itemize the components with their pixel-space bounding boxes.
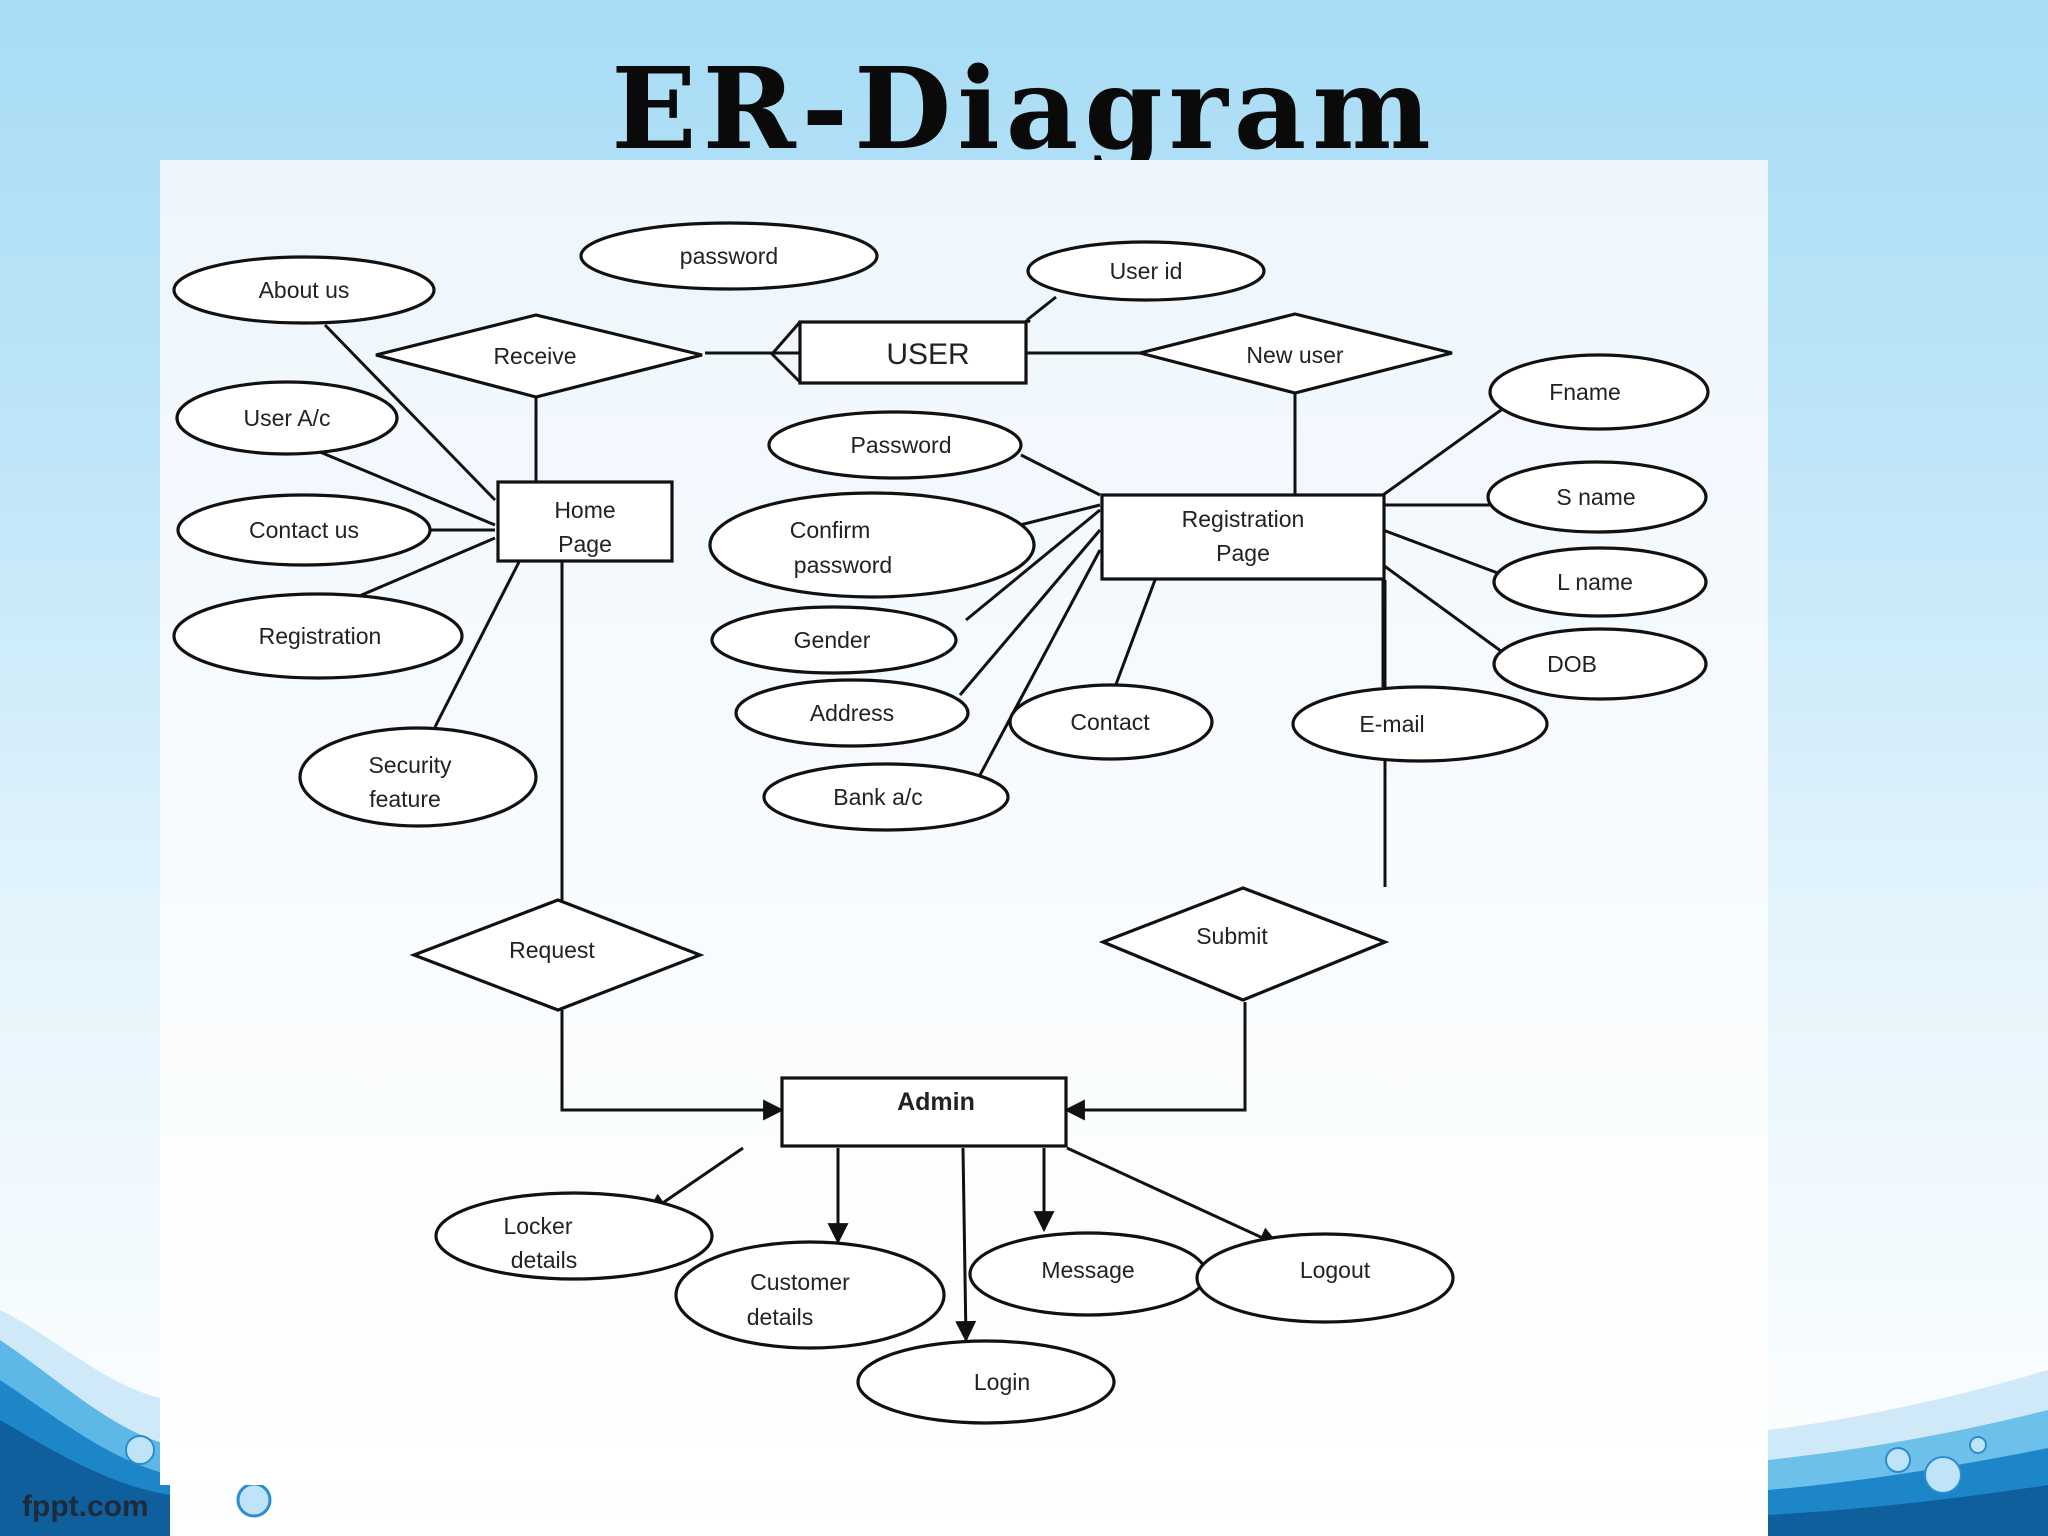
attribute-user-ac-label: User A/c xyxy=(244,405,331,431)
er-diagram: USER Home Page Registration Page Admin R… xyxy=(172,221,1710,1425)
relationship-new-user-label: New user xyxy=(1246,342,1343,368)
attribute-sname-label: S name xyxy=(1556,484,1635,510)
attribute-logout: Logout xyxy=(1195,1232,1455,1324)
attribute-sname: S name xyxy=(1486,460,1708,534)
attribute-login: Login xyxy=(856,1339,1116,1425)
attribute-locker-details-label-line2: details xyxy=(511,1247,577,1273)
attribute-contact-us: Contact us xyxy=(176,493,432,567)
brand-logo-text: fppt.com xyxy=(22,1490,149,1523)
entity-home-page-label-line1: Home xyxy=(554,497,615,523)
entity-admin: Admin xyxy=(780,1076,1068,1148)
attribute-security-feature-label-line1: Security xyxy=(368,752,452,778)
attribute-logout-label: Logout xyxy=(1300,1257,1371,1283)
attribute-message-label: Message xyxy=(1041,1257,1134,1283)
edges xyxy=(319,295,1522,1343)
attribute-customer-details-label-line2: details xyxy=(747,1304,813,1330)
attribute-dob-label: DOB xyxy=(1547,651,1597,677)
attribute-confirm-password-label-line1: Confirm xyxy=(790,517,871,543)
attribute-security-feature: Security feature xyxy=(298,726,538,828)
attribute-customer-details-label-line1: Customer xyxy=(750,1269,850,1295)
attribute-bank-ac-label: Bank a/c xyxy=(833,784,923,810)
attribute-dob: DOB xyxy=(1492,627,1708,701)
attribute-user-ac: User A/c xyxy=(175,380,399,456)
attribute-message: Message xyxy=(968,1231,1208,1317)
bubble-icon xyxy=(236,1482,272,1518)
slide-title: ER-Diagram xyxy=(611,44,1437,175)
entity-registration-page-label-line1: Registration xyxy=(1182,506,1305,532)
relationship-receive: Receive xyxy=(375,313,703,399)
attribute-lname-label: L name xyxy=(1557,569,1633,595)
attribute-locker-details-label-line1: Locker xyxy=(503,1213,572,1239)
attribute-email-label: E-mail xyxy=(1359,711,1424,737)
attribute-contact: Contact xyxy=(1008,683,1214,761)
right-wave-decoration xyxy=(1768,1370,2048,1536)
attribute-confirm-password: Confirm password xyxy=(708,491,1036,599)
relationship-submit: Submit xyxy=(1098,886,1390,1002)
attribute-bank-ac: Bank a/c xyxy=(762,762,1010,832)
relationship-receive-label: Receive xyxy=(493,343,576,369)
entity-user-label: USER xyxy=(886,338,969,371)
entity-admin-label: Admin xyxy=(897,1088,975,1116)
attribute-user-id: User id xyxy=(1026,240,1266,302)
attribute-user-password-label: password xyxy=(680,243,778,269)
entity-registration-page-label-line2: Page xyxy=(1216,540,1270,566)
attribute-lname: L name xyxy=(1492,546,1708,618)
attribute-user-id-label: User id xyxy=(1110,258,1183,284)
attribute-about-us-label: About us xyxy=(259,277,350,303)
attribute-fname: Fname xyxy=(1488,353,1710,431)
attribute-login-label: Login xyxy=(974,1369,1030,1395)
relationship-request: Request xyxy=(409,898,705,1012)
attribute-confirm-password-label-line2: password xyxy=(794,552,892,578)
attribute-registration-label: Registration xyxy=(259,623,382,649)
attribute-registration: Registration xyxy=(172,592,464,680)
attribute-address: Address xyxy=(734,678,970,748)
er-diagram-panel: USER Home Page Registration Page Admin R… xyxy=(160,160,1768,1485)
attribute-contact-us-label: Contact us xyxy=(249,517,359,543)
attribute-fname-label: Fname xyxy=(1549,379,1621,405)
entity-registration-page: Registration Page xyxy=(1100,493,1386,581)
attribute-reg-password-label: Password xyxy=(851,432,952,458)
attribute-contact-label: Contact xyxy=(1070,709,1150,735)
left-wave-decoration xyxy=(0,1310,170,1536)
attribute-reg-password: Password xyxy=(767,410,1023,480)
attribute-gender-label: Gender xyxy=(794,627,871,653)
entity-user: USER xyxy=(798,320,1028,385)
attribute-security-feature-label-line2: feature xyxy=(369,786,441,812)
relationship-new-user: New user xyxy=(1139,312,1453,395)
relationship-submit-label: Submit xyxy=(1196,923,1268,949)
attribute-address-label: Address xyxy=(810,700,894,726)
attribute-gender: Gender xyxy=(710,605,958,675)
attribute-locker-details: Locker details xyxy=(434,1191,714,1281)
relationship-request-label: Request xyxy=(509,937,595,963)
attribute-customer-details: Customer details xyxy=(674,1240,946,1350)
entity-home-page: Home Page xyxy=(496,480,674,563)
attribute-about-us: About us xyxy=(172,255,436,325)
attribute-email: E-mail xyxy=(1291,685,1549,763)
attribute-user-password: password xyxy=(579,221,879,291)
entity-home-page-label-line2: Page xyxy=(558,531,612,557)
